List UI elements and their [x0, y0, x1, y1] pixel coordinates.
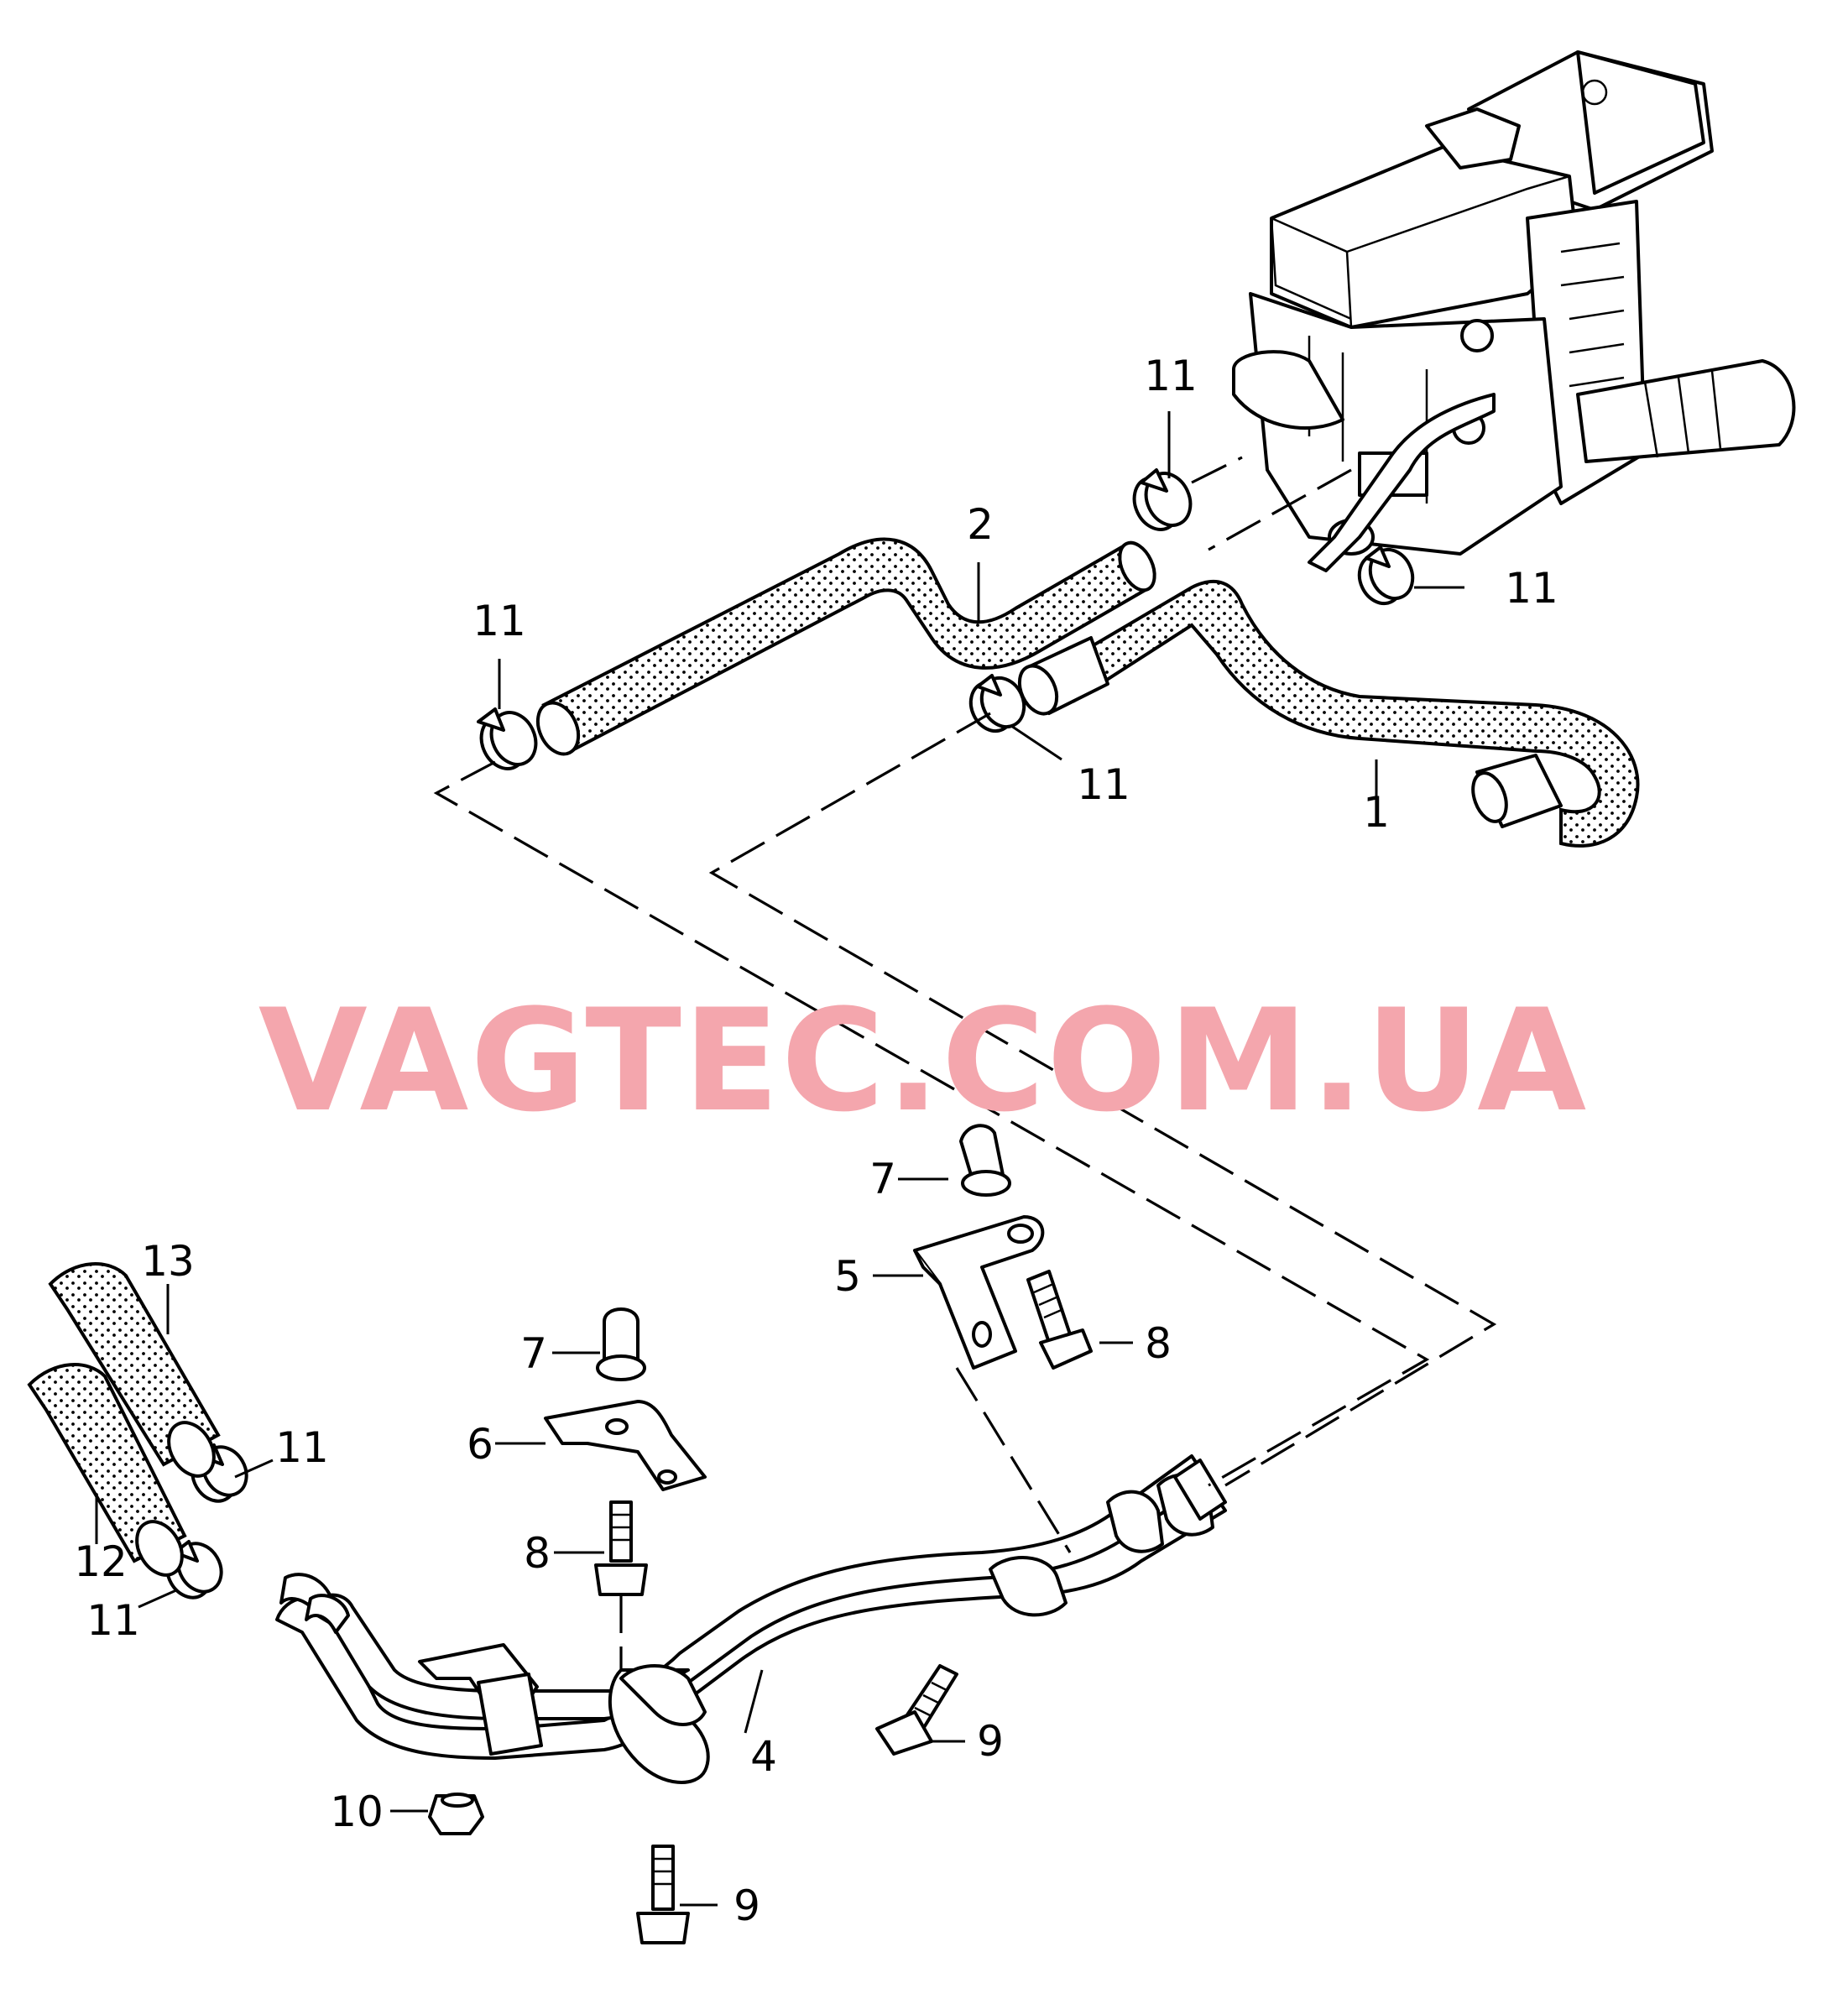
- callout-11-c: 11: [1505, 564, 1558, 613]
- hose-clamp-11b: [1132, 468, 1193, 531]
- callout-11-a: 11: [472, 597, 526, 645]
- callout-12: 12: [74, 1537, 128, 1586]
- nut-7-upper: [959, 1124, 1011, 1197]
- screw-8-lower: [594, 1500, 648, 1596]
- leader-lines: [95, 411, 1464, 1907]
- hose-clamp-11d: [1357, 545, 1415, 606]
- callout-11-d: 11: [1077, 760, 1130, 809]
- nut-10: [428, 1793, 484, 1835]
- watermark-text: VAGTEC.COM.UA: [258, 979, 1588, 1143]
- callout-11-e: 11: [275, 1423, 329, 1472]
- clip-band: [418, 1643, 543, 1756]
- auxiliary-heater-unit: [1232, 50, 1796, 572]
- callout-13: 13: [141, 1237, 195, 1286]
- callout-labels: 1 2 4 5 6 7 7 8 8 9 9 10 11 11 11 11 11 …: [74, 352, 1558, 1930]
- nut-7-lower: [596, 1307, 646, 1381]
- callout-4: 4: [750, 1732, 777, 1781]
- bracket-6: [544, 1400, 707, 1491]
- callout-1: 1: [1363, 788, 1390, 837]
- callout-8-lower: 8: [524, 1529, 551, 1578]
- coolant-hose-1: [1017, 579, 1640, 848]
- callout-9-right: 9: [977, 1717, 1004, 1766]
- hose-clamp-11a: [477, 707, 538, 770]
- callout-7-lower: 7: [520, 1329, 547, 1378]
- callout-6: 6: [467, 1420, 493, 1469]
- callout-5: 5: [834, 1252, 861, 1301]
- coolant-pipe-4: [275, 1454, 1227, 1784]
- callout-10: 10: [330, 1787, 384, 1836]
- callout-7-upper: 7: [869, 1155, 896, 1203]
- screw-9-right: [875, 1664, 958, 1756]
- screw-8-upper: [1026, 1270, 1093, 1370]
- coolant-hose-12: [27, 1363, 187, 1577]
- callout-11-f: 11: [86, 1596, 140, 1645]
- coolant-hose-2: [535, 537, 1156, 756]
- screw-9-lower: [636, 1845, 690, 1944]
- callout-9-lower: 9: [733, 1881, 760, 1930]
- assembly-dashed-lines: [433, 456, 1497, 1670]
- bracket-5: [913, 1215, 1045, 1370]
- callout-8-upper: 8: [1145, 1319, 1172, 1368]
- coolant-hose-13: [48, 1262, 221, 1478]
- callout-2: 2: [967, 500, 994, 549]
- callout-11-b: 11: [1144, 352, 1198, 400]
